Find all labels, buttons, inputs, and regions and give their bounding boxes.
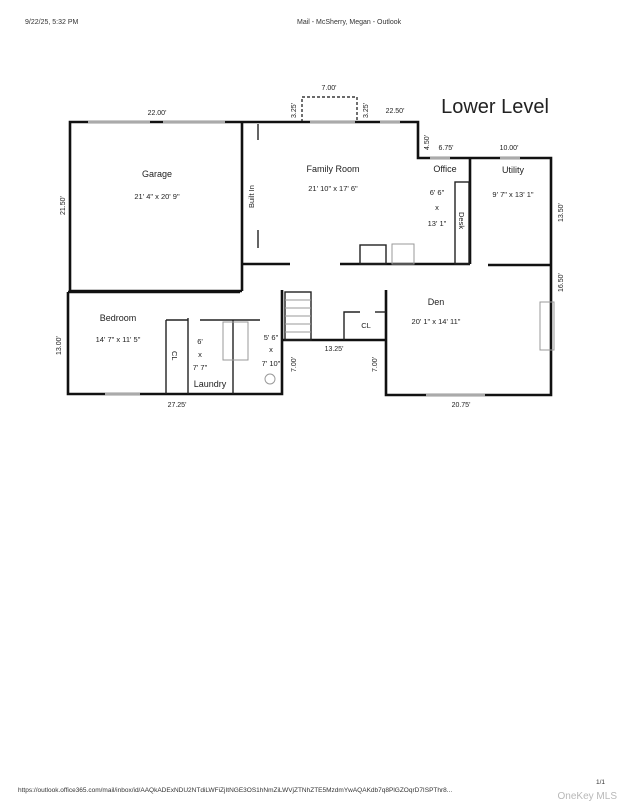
garage-label: Garage: [142, 169, 172, 179]
dim-hall-right: 7.00': [372, 357, 379, 372]
toilet-icon: [264, 373, 276, 385]
desk-label: Desk: [457, 212, 466, 229]
office-label: Office: [433, 164, 456, 174]
print-title: Mail - McSherry, Megan - Outlook: [297, 19, 402, 26]
den-label: Den: [428, 297, 445, 307]
dim-garage-left: 21.50': [60, 196, 67, 215]
dim-den-right: 16.50': [558, 273, 565, 292]
dim-bump-width: 7.00': [322, 85, 337, 92]
built-in-label: Built In: [247, 185, 256, 208]
dim-utility-top: 10.00': [500, 145, 519, 152]
bath-size-x: x: [269, 345, 273, 354]
laundry-size-b: 7' 7": [193, 363, 208, 372]
dimension-labels: 22.00' 7.00' 3.25' 3.25' 22.50' 4.50' 6.…: [56, 85, 565, 409]
office-size-a: 6' 6": [430, 188, 445, 197]
laundry-label: Laundry: [194, 379, 227, 389]
bedroom-closet-label: CL: [170, 351, 179, 361]
dim-utility-right: 13.50': [558, 203, 565, 222]
stairs: [284, 291, 312, 341]
windows: [88, 120, 520, 397]
office-size-x: x: [435, 203, 439, 212]
page-number: 1/1: [596, 779, 606, 786]
utility-label: Utility: [502, 165, 524, 175]
bath-size-a: 5' 6": [264, 333, 279, 342]
print-url: https://outlook.office365.com/mail/inbox…: [18, 787, 453, 794]
dim-bedroom-left: 13.00': [56, 336, 63, 355]
print-datetime: 9/22/25, 5:32 PM: [25, 19, 79, 26]
laundry-size-a: 6': [197, 337, 203, 346]
dim-family-top: 22.50': [386, 108, 405, 115]
plan-title: Lower Level: [441, 96, 549, 118]
bedroom-label: Bedroom: [100, 313, 137, 323]
dim-den-bottom: 20.75': [452, 402, 471, 409]
dim-office-jog: 4.50': [424, 135, 431, 150]
dim-bump-right: 3.25': [363, 103, 370, 118]
den-size: 20' 1" x 14' 11": [412, 317, 461, 326]
walls: [66, 120, 555, 397]
watermark-logo: OneKey MLS: [557, 791, 617, 802]
family-room-size: 21' 10" x 17' 6": [308, 184, 358, 193]
bath-size-b: 7' 10": [262, 359, 281, 368]
dim-bump-left: 3.25': [291, 103, 298, 118]
bay-bump-outline: [301, 96, 358, 122]
hall-closet-label: CL: [361, 321, 371, 330]
garage-size: 21' 4" x 20' 9": [134, 192, 180, 201]
office-size-b: 13' 1": [428, 219, 447, 228]
dim-hall-bottom: 13.25': [325, 346, 344, 353]
dim-hall-left: 7.00': [291, 357, 298, 372]
dim-bedroom-bottom: 27.25': [168, 402, 187, 409]
dim-garage-top: 22.00': [148, 110, 167, 117]
laundry-size-x: x: [198, 350, 202, 359]
dim-office-top: 6.75': [439, 145, 454, 152]
family-room-label: Family Room: [306, 164, 359, 174]
bedroom-size: 14' 7" x 11' 5": [96, 335, 141, 344]
utility-size: 9' 7" x 13' 1": [492, 190, 533, 199]
